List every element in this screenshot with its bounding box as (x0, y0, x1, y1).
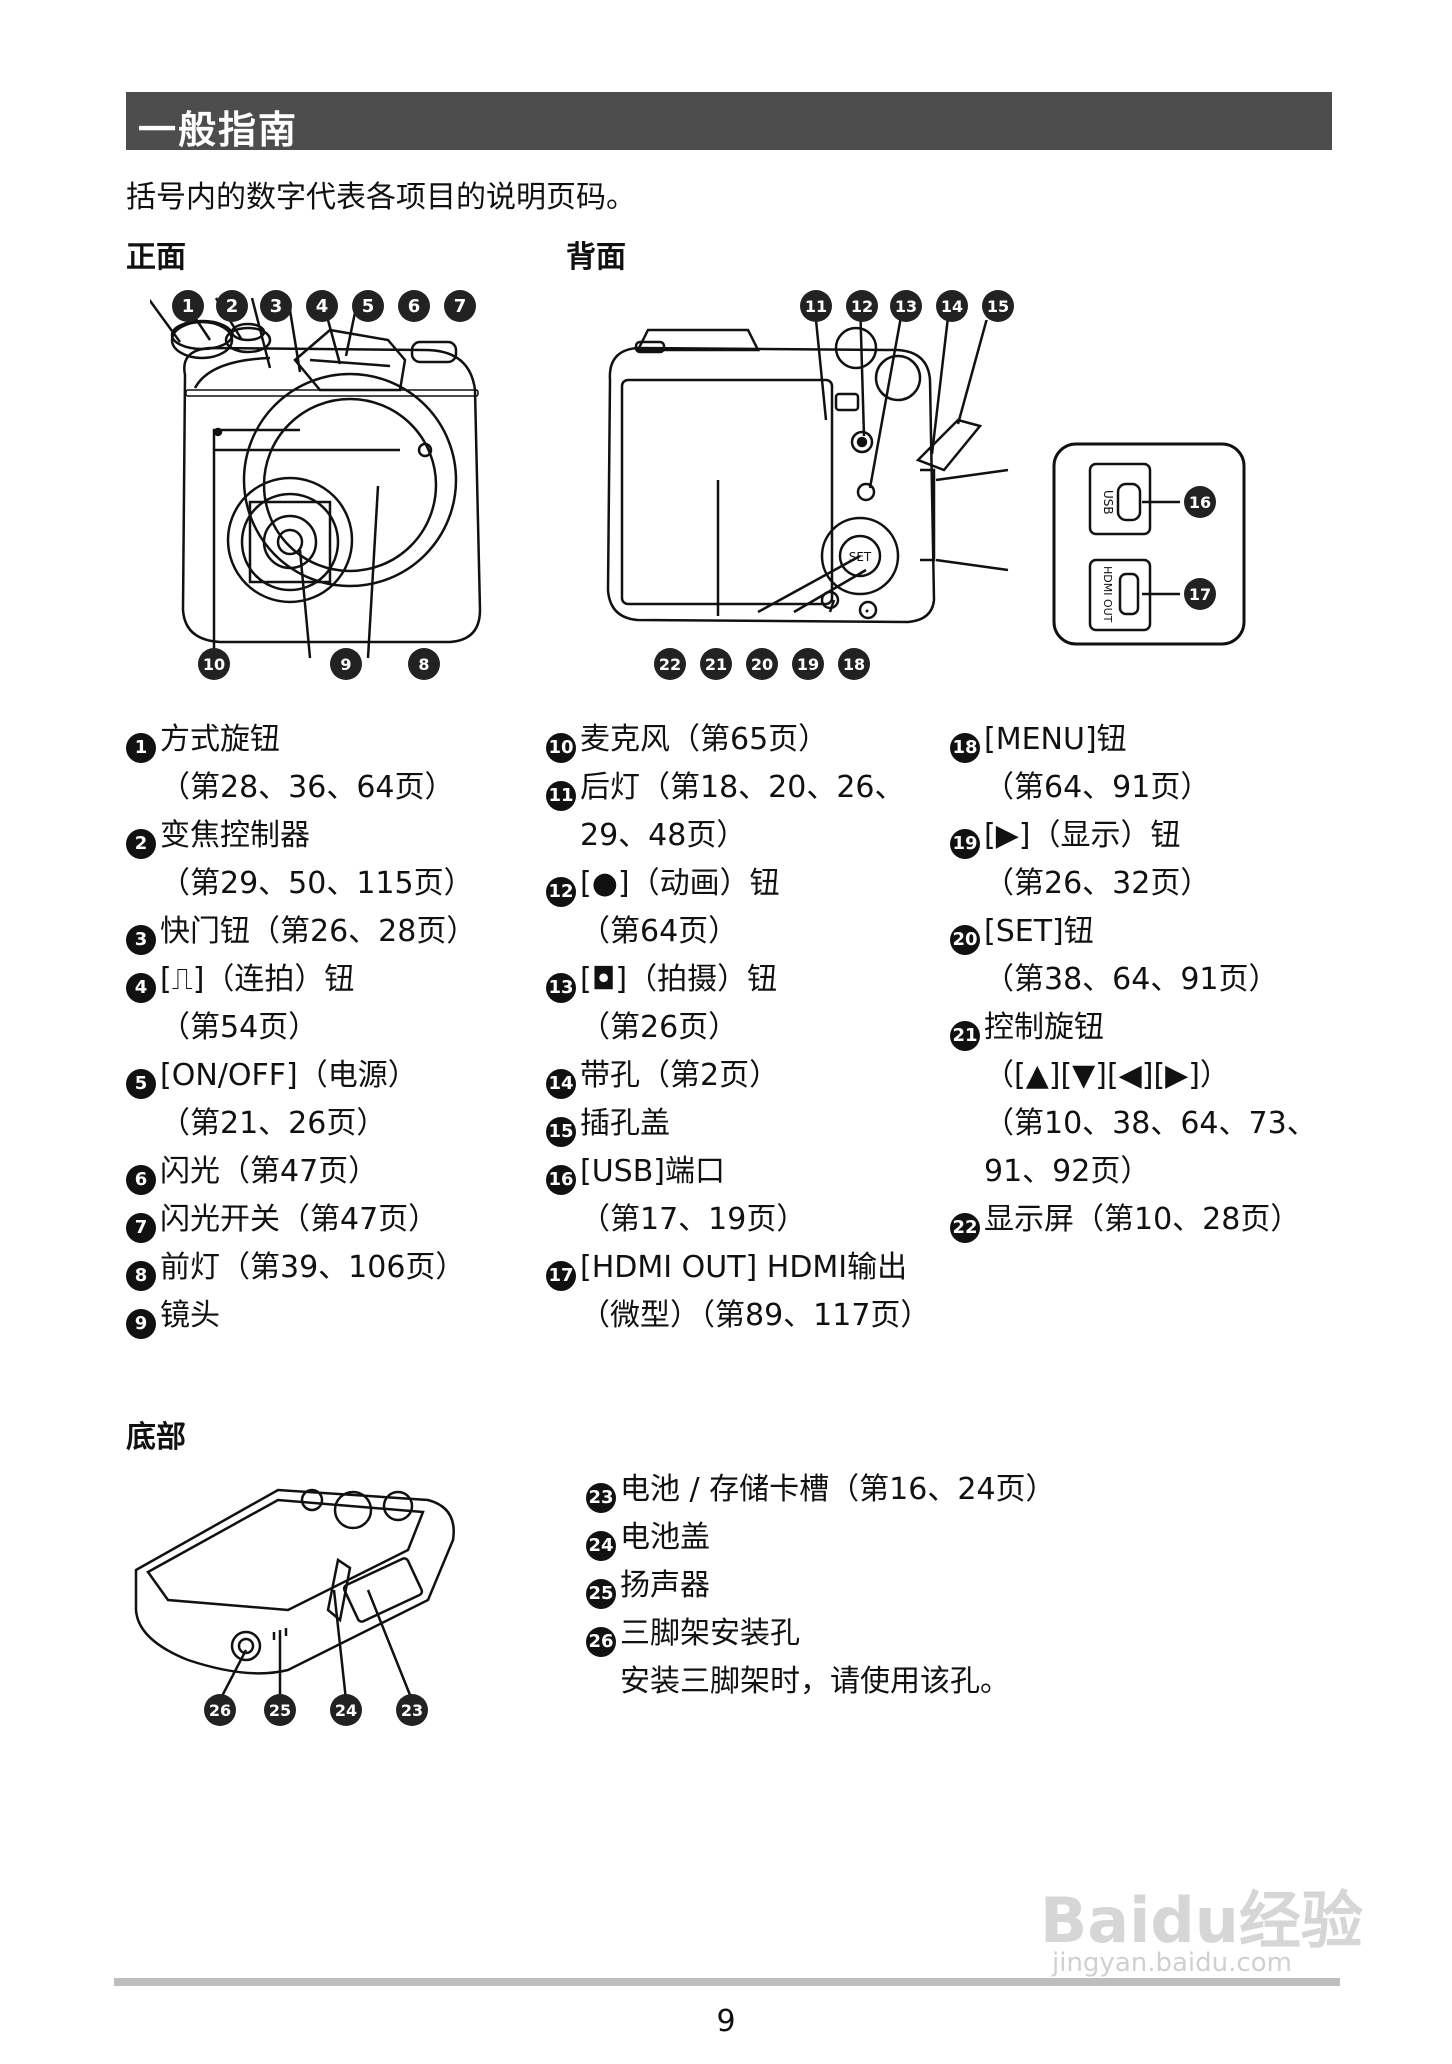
svg-text:22: 22 (659, 655, 681, 674)
svg-text:1: 1 (182, 296, 195, 317)
legend-item-cont: （第64、91页） (984, 770, 1211, 805)
legend-item-cont: 安装三脚架时，请使用该孔。 (620, 1664, 1010, 1699)
svg-text:USB: USB (1101, 490, 1115, 515)
legend-item-cont: （第26、32页） (984, 866, 1211, 901)
svg-text:8: 8 (418, 655, 429, 674)
bottom-camera-diagram (134, 1488, 455, 1701)
back-callout-row-bottom: 22 21 20 19 18 (654, 648, 870, 680)
legend-item-cont: 91、92页） (984, 1154, 1151, 1189)
svg-text:9: 9 (340, 655, 351, 674)
svg-text:10: 10 (203, 655, 225, 674)
back-camera-diagram: SET (606, 320, 1009, 624)
legend-item: 17[HDMI OUT] HDMI输出 (546, 1244, 930, 1292)
legend-item-cont: （微型）（第89、117页） (580, 1298, 931, 1333)
legend-item: 4[⎍]（连拍）钮 (126, 956, 476, 1004)
svg-text:14: 14 (941, 297, 963, 316)
back-callout-row-top: 11 12 13 14 15 (800, 290, 1014, 322)
heading-front: 正面 (126, 240, 186, 275)
svg-text:13: 13 (895, 297, 917, 316)
heading-back: 背面 (566, 240, 626, 275)
legend-item: 16[USB]端口 (546, 1148, 930, 1196)
svg-text:23: 23 (401, 1701, 423, 1720)
svg-text:3: 3 (270, 296, 283, 317)
svg-text:5: 5 (362, 296, 375, 317)
heading-bottom: 底部 (126, 1420, 186, 1455)
svg-text:20: 20 (751, 655, 773, 674)
section-title: 一般指南 (138, 108, 299, 152)
front-callout-row-bottom: 10 9 8 (198, 648, 440, 680)
svg-text:HDMI OUT: HDMI OUT (1101, 566, 1114, 623)
svg-text:18: 18 (843, 655, 865, 674)
legend-item-cont: （第28、36、64页） (160, 770, 455, 805)
section-header-bar (126, 92, 1332, 150)
svg-text:16: 16 (1189, 493, 1211, 512)
svg-text:17: 17 (1189, 585, 1211, 604)
svg-text:15: 15 (987, 297, 1009, 316)
legend-column-3: 18[MENU]钮 （第64、91页） 19[▶]（显示）钮 （第26、32页）… (950, 716, 1317, 1244)
svg-text:26: 26 (209, 1701, 231, 1720)
footer-rule (114, 1978, 1340, 1986)
legend-item-cont: （第21、26页） (160, 1106, 387, 1141)
legend-item: 13[◘]（拍摄）钮 (546, 956, 930, 1004)
legend-item: 18[MENU]钮 (950, 716, 1317, 764)
svg-text:4: 4 (316, 296, 329, 317)
svg-text:2: 2 (226, 296, 239, 317)
watermark-brand: Baidu经验 (1040, 1884, 1363, 1957)
watermark-url: jingyan.baidu.com (1052, 1948, 1292, 1978)
svg-text:24: 24 (335, 1701, 357, 1720)
svg-text:11: 11 (805, 297, 827, 316)
legend-item-cont: （第64页） (580, 914, 739, 949)
svg-text:7: 7 (454, 296, 467, 317)
legend-item-cont: （[▲][▼][◀][▶]） (984, 1058, 1230, 1093)
bottom-callout-row: 26 25 24 23 (204, 1694, 428, 1726)
legend-item-cont: （第29、50、115页） (160, 866, 474, 901)
legend-item: 19[▶]（显示）钮 (950, 812, 1317, 860)
legend-item-cont: 29、48页） (580, 818, 747, 853)
page-number: 9 (716, 2004, 736, 2039)
ports-inset-diagram: USB HDMI OUT 16 17 (1052, 442, 1246, 646)
legend-item: 20[SET]钮 (950, 908, 1317, 956)
legend-item-cont: （第10、38、64、73、 (984, 1106, 1317, 1141)
legend-item-cont: （第38、64、91页） (984, 962, 1279, 997)
svg-text:12: 12 (851, 297, 873, 316)
legend-item-cont: （第17、19页） (580, 1202, 807, 1237)
svg-text:6: 6 (408, 296, 421, 317)
legend-item-cont: （第26页） (580, 1010, 739, 1045)
svg-text:21: 21 (705, 655, 727, 674)
legend-item: 5[ON/OFF]（电源） (126, 1052, 476, 1100)
intro-text: 括号内的数字代表各项目的说明页码。 (126, 180, 636, 215)
legend-item-cont: （第54页） (160, 1010, 319, 1045)
svg-text:25: 25 (269, 1701, 291, 1720)
svg-text:19: 19 (797, 655, 819, 674)
front-camera-diagram (150, 297, 482, 659)
front-callout-row-top: 1 2 3 4 5 6 7 (172, 290, 476, 322)
legend-item: 12[●]（动画）钮 (546, 860, 930, 908)
